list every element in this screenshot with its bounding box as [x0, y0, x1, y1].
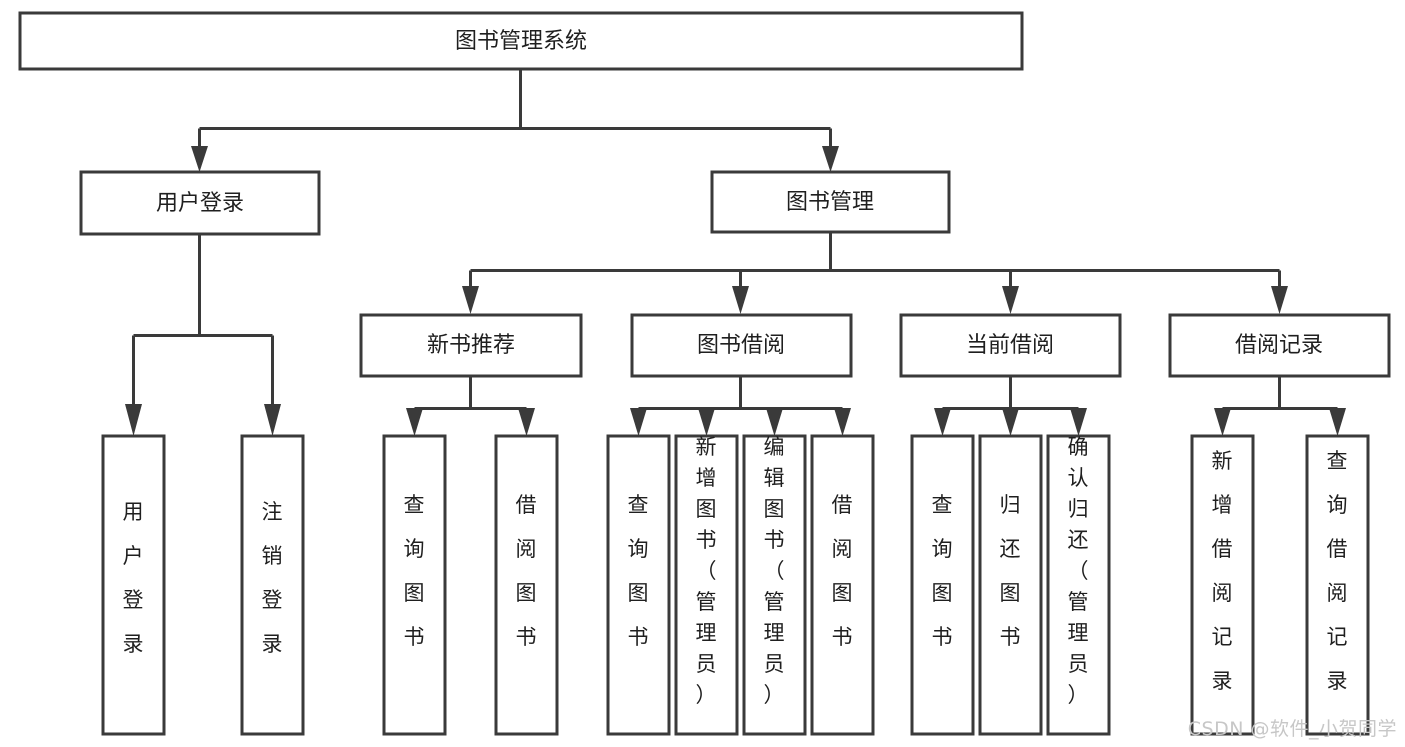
arrowhead-user-login [191, 146, 208, 172]
node-new-book-rec[interactable]: 新书推荐 [359, 313, 583, 378]
node-book-manage[interactable]: 图书管理 [710, 170, 951, 234]
arrowhead-leaf-query-book-1 [406, 408, 423, 436]
node-leaf-add-book-box[interactable] [674, 434, 739, 736]
node-leaf-logout-box[interactable] [240, 434, 305, 736]
node-user-login[interactable]: 用户登录 [79, 170, 321, 236]
node-leaf-edit-book-label: 编辑图书（管理员） [764, 435, 785, 707]
node-leaf-user-login-label: 用户登录 [123, 500, 144, 656]
node-root[interactable]: 图书管理系统 [18, 11, 1024, 71]
node-leaf-query-record[interactable]: 查询借阅记录 [1305, 434, 1370, 736]
node-current-borrow-label: 当前借阅 [966, 333, 1054, 358]
node-user-login-label: 用户登录 [156, 191, 244, 216]
node-leaf-borrow-book-2-box[interactable] [810, 434, 875, 736]
arrowhead-book-borrow [732, 286, 749, 314]
node-leaf-add-record-box[interactable] [1190, 434, 1255, 736]
node-leaf-borrow-book-1-label: 借阅图书 [516, 493, 537, 649]
node-leaf-return-book[interactable]: 归还图书 [978, 434, 1043, 736]
node-leaf-query-book-2[interactable]: 查询图书 [606, 434, 671, 736]
arrowhead-leaf-query-book-3 [934, 408, 951, 436]
node-root-label: 图书管理系统 [455, 29, 587, 54]
node-leaf-logout[interactable]: 注销登录 [240, 434, 305, 736]
node-leaf-user-login[interactable]: 用户登录 [101, 434, 166, 736]
node-leaf-add-record[interactable]: 新增借阅记录 [1190, 434, 1255, 736]
node-borrow-record[interactable]: 借阅记录 [1168, 313, 1391, 378]
node-leaf-query-book-3[interactable]: 查询图书 [910, 434, 975, 736]
node-leaf-add-record-label: 新增借阅记录 [1212, 449, 1233, 693]
node-borrow-record-label: 借阅记录 [1235, 333, 1323, 358]
node-leaf-query-book-1[interactable]: 查询图书 [382, 434, 447, 736]
node-leaf-borrow-book-1[interactable]: 借阅图书 [494, 434, 559, 736]
node-current-borrow[interactable]: 当前借阅 [899, 313, 1122, 378]
node-book-borrow-label: 图书借阅 [697, 333, 785, 358]
node-root-box[interactable] [18, 11, 1024, 71]
node-book-manage-label: 图书管理 [786, 190, 874, 215]
arrowhead-leaf-query-book-2 [630, 408, 647, 436]
node-leaf-query-book-3-label: 查询图书 [932, 493, 953, 649]
node-leaf-return-book-label: 归还图书 [1000, 493, 1021, 649]
node-leaf-query-book-1-label: 查询图书 [404, 493, 425, 649]
node-leaf-confirm-return-label: 确认归还（管理员） [1068, 435, 1089, 707]
arrowhead-book-manage [822, 146, 839, 172]
arrowhead-leaf-return-book [1002, 408, 1019, 436]
arrowhead-current-borrow [1002, 286, 1019, 314]
arrowhead-leaf-query-record [1329, 408, 1346, 436]
node-leaf-query-book-3-box[interactable] [910, 434, 975, 736]
arrowhead-leaf-borrow-book-1 [518, 408, 535, 436]
node-leaf-query-book-2-label: 查询图书 [628, 493, 649, 649]
node-new-book-rec-box[interactable] [359, 313, 583, 378]
node-leaf-confirm-return[interactable]: 确认归还（管理员） [1046, 434, 1111, 736]
node-current-borrow-box[interactable] [899, 313, 1122, 378]
arrowhead-leaf-borrow-book-2 [834, 408, 851, 436]
arrowhead-leaf-add-record [1214, 408, 1231, 436]
node-leaf-borrow-book-2[interactable]: 借阅图书 [810, 434, 875, 736]
node-leaf-query-record-label: 查询借阅记录 [1327, 449, 1348, 693]
node-book-borrow-box[interactable] [630, 313, 853, 378]
node-leaf-logout-label: 注销登录 [262, 500, 283, 656]
node-leaf-borrow-book-1-box[interactable] [494, 434, 559, 736]
arrowhead-leaf-add-book [698, 408, 715, 436]
arrowhead-leaf-logout [264, 404, 281, 436]
arrowhead-leaf-confirm-return [1070, 408, 1087, 436]
arrowhead-new-book-rec [462, 286, 479, 314]
node-leaf-edit-book-box[interactable] [742, 434, 807, 736]
node-leaf-query-book-1-box[interactable] [382, 434, 447, 736]
node-leaf-confirm-return-box[interactable] [1046, 434, 1111, 736]
node-leaf-edit-book[interactable]: 编辑图书（管理员） [742, 434, 807, 736]
node-leaf-borrow-book-2-label: 借阅图书 [832, 493, 853, 649]
node-leaf-add-book[interactable]: 新增图书（管理员） [674, 434, 739, 736]
node-leaf-return-book-box[interactable] [978, 434, 1043, 736]
connector-layer [125, 70, 1346, 436]
node-new-book-rec-label: 新书推荐 [427, 333, 515, 358]
node-book-borrow[interactable]: 图书借阅 [630, 313, 853, 378]
node-user-login-box[interactable] [79, 170, 321, 236]
node-borrow-record-box[interactable] [1168, 313, 1391, 378]
arrowhead-leaf-edit-book [766, 408, 783, 436]
node-book-manage-box[interactable] [710, 170, 951, 234]
node-leaf-query-record-box[interactable] [1305, 434, 1370, 736]
node-leaf-add-book-label: 新增图书（管理员） [696, 435, 717, 707]
node-leaf-user-login-box[interactable] [101, 434, 166, 736]
arrowhead-borrow-record [1271, 286, 1288, 314]
arrowhead-leaf-user-login [125, 404, 142, 436]
node-leaf-query-book-2-box[interactable] [606, 434, 671, 736]
